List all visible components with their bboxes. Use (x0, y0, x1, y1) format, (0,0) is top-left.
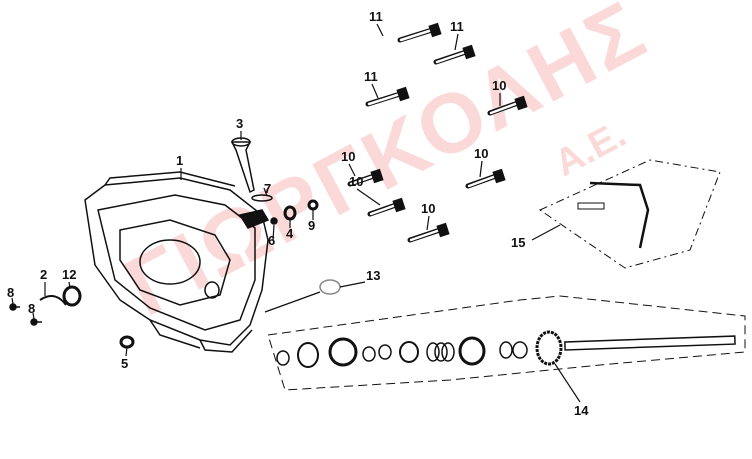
callout-10: 10 (474, 146, 489, 161)
callout-13: 13 (366, 268, 381, 283)
callout-11: 11 (364, 69, 378, 84)
callout-10: 10 (349, 174, 364, 189)
callout-10: 10 (341, 149, 356, 164)
callout-8: 8 (7, 285, 15, 300)
kick-shaft-parts (276, 330, 736, 368)
callout-5: 5 (121, 356, 129, 371)
callout-9: 9 (308, 218, 316, 233)
callout-8: 8 (28, 301, 36, 316)
callout-4: 4 (286, 226, 294, 241)
crankcase-cover-part (84, 171, 270, 353)
bolt-heads (370, 22, 528, 238)
callout-11: 11 (450, 19, 464, 34)
callout-12: 12 (62, 267, 77, 282)
callout-10: 10 (492, 78, 507, 93)
callout-11: 11 (369, 9, 383, 24)
leader-lines (11, 23, 581, 403)
callout-6: 6 (268, 233, 276, 248)
callout-10: 10 (421, 201, 436, 216)
callout-1: 1 (176, 153, 184, 168)
callout-14: 14 (574, 403, 589, 418)
callout-3: 3 (236, 116, 244, 131)
callout-7: 7 (264, 181, 272, 196)
callout-15: 15 (511, 235, 526, 250)
callout-2: 2 (40, 267, 48, 282)
